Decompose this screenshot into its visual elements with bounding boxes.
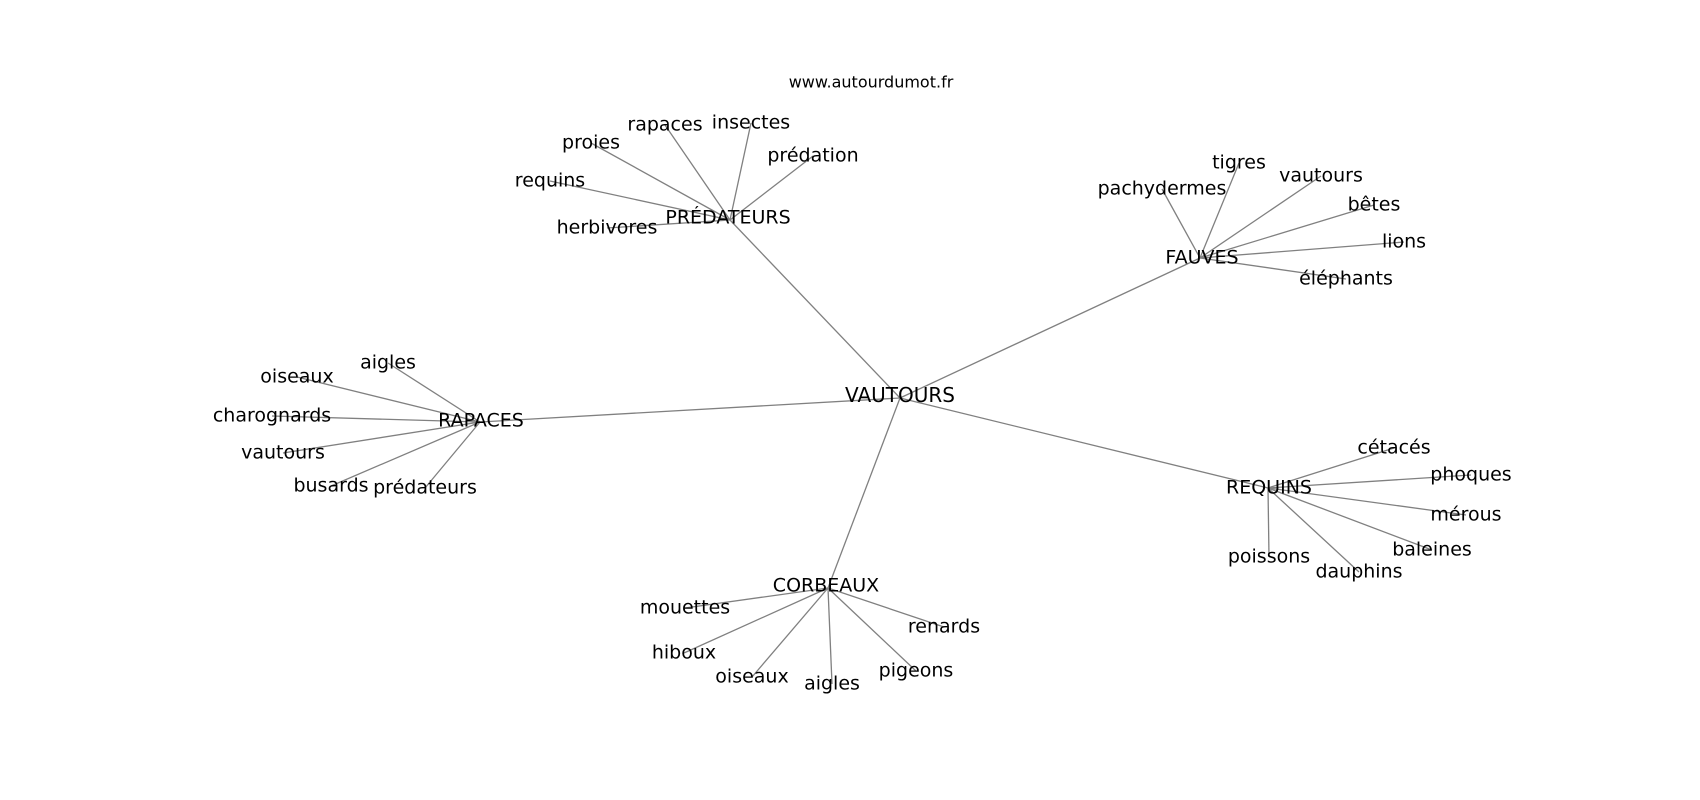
center-node: VAUTOURS — [845, 383, 955, 407]
edge-rapaces-predateurs — [424, 421, 481, 489]
edge-corbeaux-aigles — [827, 587, 833, 685]
edge-fauves-pachydermes — [1161, 188, 1201, 259]
leaf-node-corbeaux-renards: renards — [907, 615, 981, 638]
hub-node-corbeaux: CORBEAUX — [772, 574, 880, 597]
leaf-node-rapaces-oiseaux: oiseaux — [260, 365, 334, 388]
leaf-node-corbeaux-hiboux: hiboux — [651, 641, 717, 664]
edge-center-fauves — [899, 257, 1201, 399]
leaf-node-fauves-tigres: tigres — [1212, 151, 1266, 174]
leaf-node-fauves-vautours: vautours — [1279, 164, 1363, 187]
edge-requins-phoques — [1267, 474, 1472, 489]
leaf-node-rapaces-aigles: aigles — [360, 351, 416, 374]
edge-center-rapaces — [479, 397, 901, 423]
edge-corbeaux-mouettes — [684, 587, 829, 609]
edge-predateurs-herbivores — [606, 219, 731, 229]
edge-fauves-betes — [1199, 204, 1375, 259]
edge-requins-cetaces — [1267, 447, 1395, 489]
leaf-node-requins-dauphins: dauphins — [1315, 560, 1403, 583]
leaf-node-requins-baleines: baleines — [1392, 538, 1472, 561]
edge-requins-merous — [1267, 487, 1467, 516]
edge-requins-baleines — [1267, 487, 1433, 551]
leaf-node-fauves-elephants: éléphants — [1299, 267, 1393, 290]
hub-node-requins: REQUINS — [1226, 476, 1312, 499]
edge-corbeaux-renards — [827, 587, 945, 628]
source-url: www.autourdumot.fr — [788, 72, 954, 92]
leaf-node-fauves-betes: bêtes — [1347, 193, 1401, 216]
edge-predateurs-proies — [590, 142, 731, 221]
leaf-node-predateurs-proies: proies — [562, 131, 620, 154]
leaf-node-fauves-pachydermes: pachydermes — [1097, 177, 1227, 200]
edge-fauves-vautours — [1199, 175, 1322, 259]
edge-rapaces-busards — [330, 421, 481, 487]
leaf-node-corbeaux-mouettes: mouettes — [639, 596, 731, 619]
leaf-node-rapaces-predateurs: prédateurs — [373, 476, 477, 499]
edge-requins-dauphins — [1267, 487, 1360, 573]
edge-fauves-tigres — [1199, 162, 1240, 259]
leaf-node-predateurs-insectes: insectes — [711, 111, 791, 134]
hub-node-fauves: FAUVES — [1165, 246, 1239, 269]
hub-node-predateurs: PRÉDATEURS — [665, 206, 791, 229]
leaf-node-requins-phoques: phoques — [1430, 463, 1512, 486]
edge-rapaces-aigles — [387, 362, 481, 423]
edge-predateurs-insectes — [729, 122, 752, 221]
edge-corbeaux-oiseaux — [751, 587, 829, 678]
leaf-node-corbeaux-oiseaux: oiseaux — [715, 665, 789, 688]
leaf-node-corbeaux-aigles: aigles — [804, 672, 860, 695]
leaf-node-predateurs-predation: prédation — [767, 144, 859, 167]
edge-corbeaux-pigeons — [827, 587, 917, 672]
edge-rapaces-charognards — [271, 415, 481, 423]
edge-rapaces-vautours — [282, 421, 481, 454]
edge-center-corbeaux — [827, 397, 901, 589]
leaf-node-rapaces-vautours: vautours — [241, 441, 325, 464]
leaf-node-requins-cetaces: cétacés — [1357, 436, 1431, 459]
edge-rapaces-oiseaux — [296, 376, 481, 423]
leaf-node-predateurs-requins: requins — [514, 169, 586, 192]
hub-node-rapaces: RAPACES — [438, 409, 524, 432]
edge-predateurs-rapaces — [664, 124, 731, 221]
edge-predateurs-predation — [729, 155, 814, 221]
leaf-node-fauves-lions: lions — [1381, 230, 1427, 253]
leaf-node-corbeaux-pigeons: pigeons — [878, 659, 954, 682]
edge-predateurs-requins — [549, 180, 731, 221]
leaf-node-rapaces-busards: busards — [293, 474, 369, 497]
leaf-node-predateurs-rapaces: rapaces — [627, 113, 703, 136]
leaf-node-predateurs-herbivores: herbivores — [556, 216, 658, 239]
leaf-node-rapaces-charognards: charognards — [212, 404, 332, 427]
leaf-node-requins-merous: mérous — [1430, 503, 1502, 526]
edge-fauves-elephants — [1199, 257, 1347, 280]
edge-fauves-lions — [1199, 241, 1405, 259]
edge-center-predateurs — [729, 219, 901, 399]
edge-corbeaux-hiboux — [683, 587, 829, 654]
leaf-node-requins-poissons: poissons — [1227, 545, 1311, 568]
edge-center-requins — [899, 397, 1269, 489]
edge-requins-poissons — [1267, 487, 1270, 558]
